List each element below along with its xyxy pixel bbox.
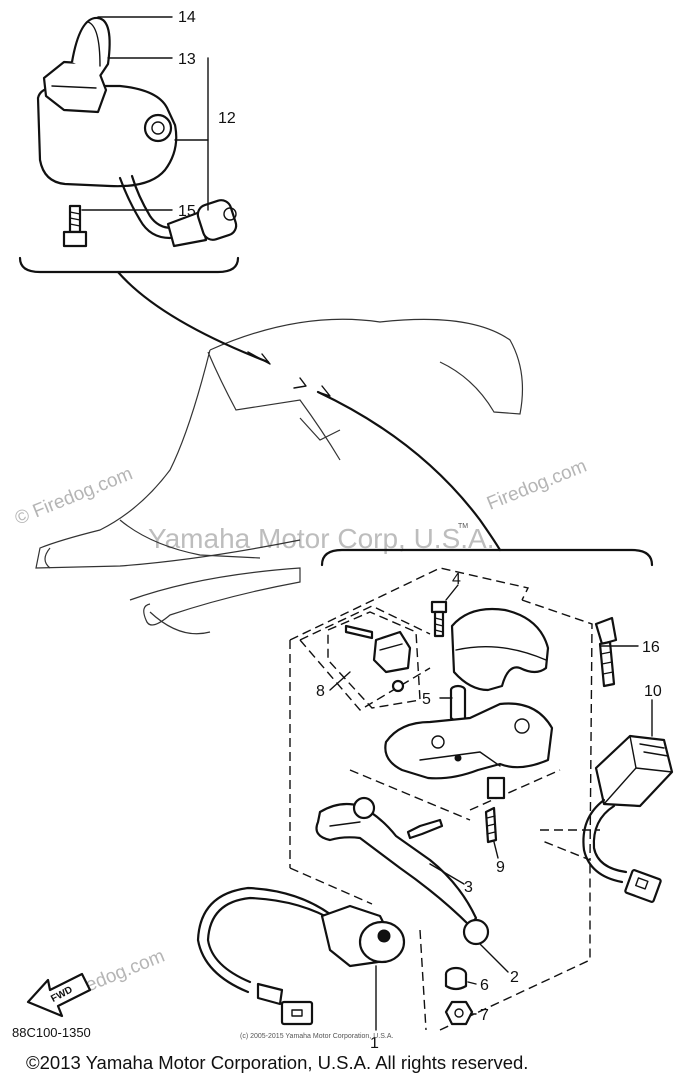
callout-9: 9 — [496, 859, 505, 876]
copyright-line: ©2013 Yamaha Motor Corporation, U.S.A. A… — [26, 1052, 528, 1073]
part-9-bolt — [484, 806, 498, 844]
callout-8: 8 — [316, 683, 325, 700]
part-4-bolt — [430, 600, 448, 638]
callout-4: 4 — [452, 571, 461, 588]
small-copyright-notice: (c) 2005-2015 Yamaha Motor Corporation, … — [240, 1033, 393, 1040]
callout-16: 16 — [642, 639, 660, 656]
part-6-nut — [444, 966, 468, 991]
callout-15: 15 — [178, 203, 196, 220]
callout-7: 7 — [480, 1007, 489, 1024]
part-7-nut — [444, 1000, 474, 1026]
callout-13: 13 — [178, 51, 196, 68]
wire-route-lower — [316, 390, 502, 552]
callout-14: 14 — [178, 9, 196, 26]
cover-cap — [450, 608, 550, 692]
watermark-yamaha: Yamaha Motor Corp, U.S.A. — [148, 523, 495, 554]
clamp-bracket — [384, 702, 554, 800]
callout-12: 12 — [218, 110, 236, 127]
snowmobile-outline — [35, 318, 524, 635]
part-10-unit — [582, 734, 674, 903]
part-2-lever — [315, 796, 490, 946]
part-3-screw — [406, 818, 444, 840]
main-bracket — [320, 548, 654, 567]
callout-5: 5 — [422, 691, 431, 708]
trademark-mark: TM — [458, 523, 468, 530]
fwd-arrow-icon: FWD — [26, 972, 92, 1018]
dashed-outline-top — [289, 567, 530, 641]
inset-switch-assembly — [18, 16, 240, 274]
callout-3: 3 — [464, 879, 473, 896]
callout-2: 2 — [510, 969, 519, 986]
callout-1: 1 — [370, 1035, 379, 1052]
diagram-code: 88C100-1350 — [12, 1025, 91, 1040]
callout-10: 10 — [644, 683, 662, 700]
wire-route-upper — [116, 270, 270, 364]
part-5-collar — [449, 684, 467, 723]
part-8-switch — [327, 611, 421, 709]
callout-6: 6 — [480, 977, 489, 994]
part-16-tie — [594, 616, 618, 688]
watermark-firedog-right: Firedog.com — [484, 456, 590, 515]
part-1-sensor — [196, 886, 406, 1026]
